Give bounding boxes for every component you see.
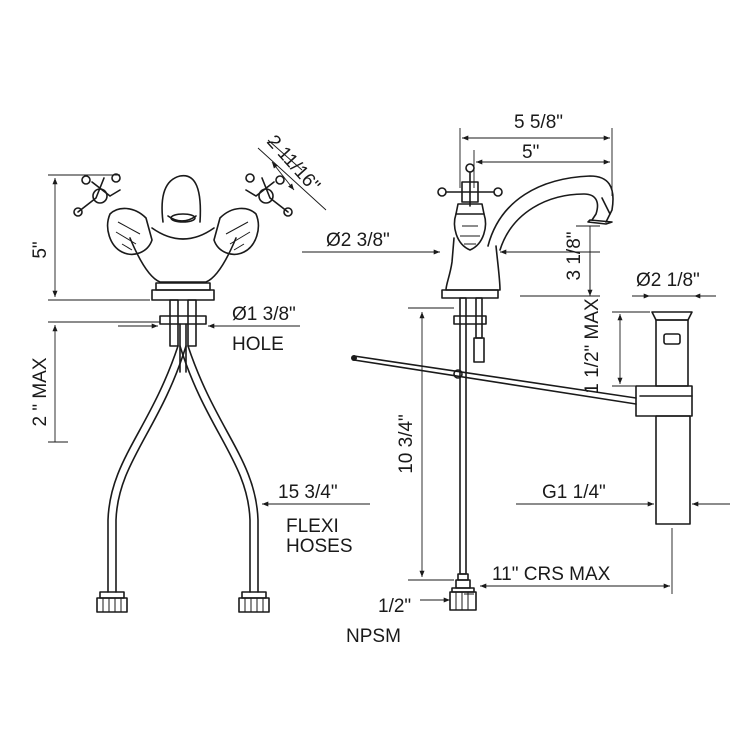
side-view-faucet — [437, 163, 614, 611]
drain-assembly — [351, 311, 693, 525]
label-reach-overall: 5 5/8" — [514, 112, 563, 133]
label-centers: 11" CRS MAX — [492, 564, 611, 585]
dimension-labels: 5" 2 " MAX 2 11/16" Ø1 3/8" HOLE 15 3/4"… — [30, 112, 700, 647]
label-spout-height: 3 1/8" — [564, 231, 585, 280]
label-total-height: 10 3/4" — [396, 414, 417, 474]
label-hose-length: 15 3/4" — [278, 482, 338, 503]
label-front-height: 5" — [30, 241, 51, 258]
label-reach-spout: 5" — [522, 142, 539, 163]
side-dimension-lines — [302, 128, 730, 603]
label-hoses: HOSES — [286, 536, 353, 557]
label-max-deck: 2 " MAX — [30, 357, 51, 426]
label-base-dia: Ø2 3/8" — [326, 230, 390, 251]
label-npsm-size: 1/2" — [378, 596, 411, 617]
label-npsm: NPSM — [346, 626, 401, 647]
label-drain-max: 1 1/2" MAX — [582, 298, 603, 394]
label-thread: G1 1/4" — [542, 482, 606, 503]
label-hole-dia: Ø1 3/8" — [232, 304, 296, 325]
label-handle-spread: 2 11/16" — [262, 131, 324, 196]
label-drain-dia: Ø2 1/8" — [636, 270, 700, 291]
front-view-faucet — [73, 173, 293, 613]
label-flexi: FLEXI — [286, 516, 339, 537]
label-hole: HOLE — [232, 334, 284, 355]
front-dimension-lines — [48, 139, 370, 507]
